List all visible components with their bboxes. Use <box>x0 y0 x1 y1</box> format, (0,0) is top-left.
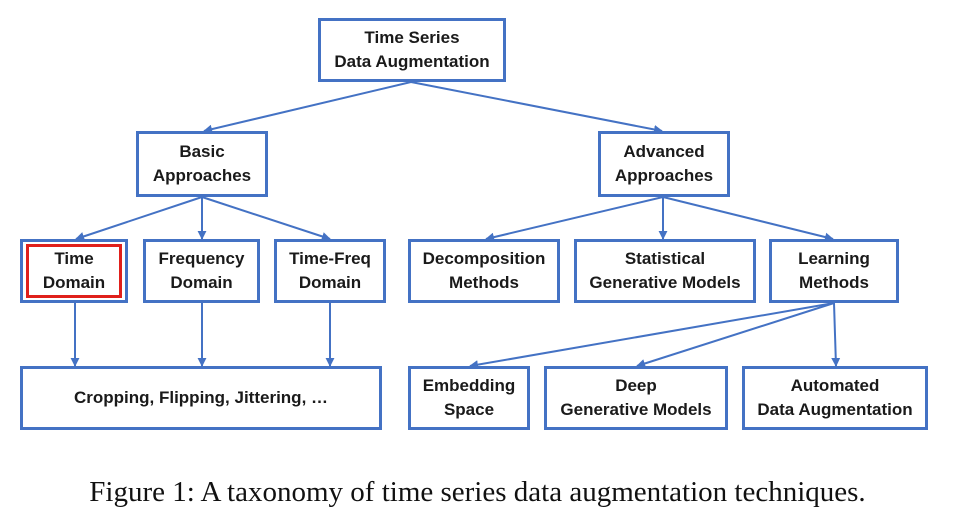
node-label: Cropping, Flipping, Jittering, … <box>73 388 329 407</box>
node-deep-generative-models: Deep Generative Models <box>544 366 728 430</box>
node-basic-techniques: Cropping, Flipping, Jittering, … <box>20 366 382 430</box>
arrow-advanced-to-decomposition <box>485 196 664 242</box>
figure-caption: Figure 1: A taxonomy of time series data… <box>89 476 866 508</box>
node-label: Decomposition Methods <box>422 249 546 292</box>
node-basic-approaches: Basic Approaches <box>136 131 268 197</box>
node-embedding-space: Embedding Space <box>408 366 530 430</box>
arrow-basic-to-time <box>75 196 203 241</box>
node-time-freq-domain: Time-Freq Domain <box>274 239 386 303</box>
node-frequency-domain: Frequency Domain <box>143 239 260 303</box>
node-label: Time Domain <box>42 249 106 292</box>
node-automated-data-augmentation: Automated Data Augmentation <box>742 366 928 430</box>
node-label: Advanced Approaches <box>614 142 714 185</box>
arrow-learning-to-deep <box>636 302 835 368</box>
node-advanced-approaches: Advanced Approaches <box>598 131 730 197</box>
node-label: Frequency Domain <box>158 249 245 292</box>
node-decomposition-methods: Decomposition Methods <box>408 239 560 303</box>
node-label: Statistical Generative Models <box>589 249 741 292</box>
node-label: Learning Methods <box>798 249 870 292</box>
arrow-basic-to-timefreq <box>201 196 331 241</box>
node-label: Time Series Data Augmentation <box>334 28 490 71</box>
arrow-root-to-basic <box>203 81 412 134</box>
node-label: Time-Freq Domain <box>289 249 371 292</box>
node-time-series-data-augmentation: Time Series Data Augmentation <box>318 18 506 82</box>
arrow-root-to-advanced <box>410 81 663 134</box>
node-label: Automated Data Augmentation <box>757 376 913 419</box>
node-label: Embedding Space <box>422 376 516 419</box>
node-label: Basic Approaches <box>152 142 252 185</box>
arrow-learning-to-automated <box>831 302 841 367</box>
node-time-domain: Time Domain <box>20 239 128 303</box>
arrows <box>70 81 841 370</box>
node-label: Deep Generative Models <box>560 376 712 419</box>
node-learning-methods: Learning Methods <box>769 239 899 303</box>
arrow-advanced-to-learning <box>662 196 834 242</box>
node-statistical-generative-models: Statistical Generative Models <box>574 239 756 303</box>
arrow-learning-to-embedding <box>469 302 835 370</box>
